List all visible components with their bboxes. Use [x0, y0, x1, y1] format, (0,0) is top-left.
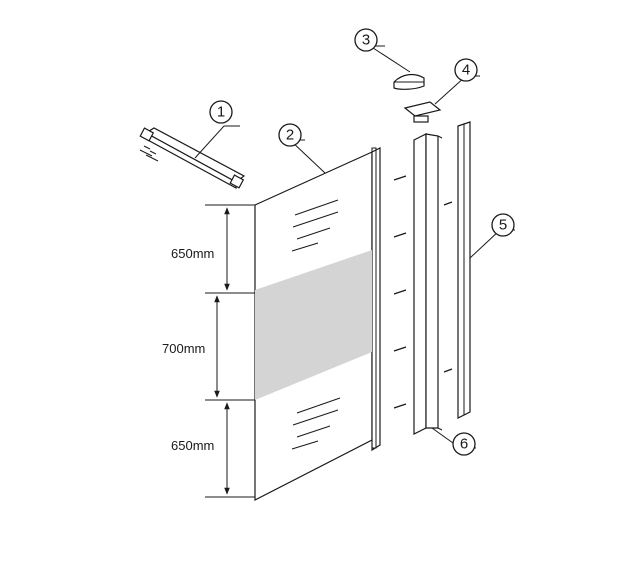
support-bar	[139, 127, 246, 190]
callout-6: 6	[452, 432, 476, 456]
svg-text:6: 6	[460, 436, 468, 453]
dimension-lines	[205, 204, 255, 498]
callout-4: 4	[454, 58, 478, 82]
screws	[393, 175, 453, 409]
callout-2: 2	[278, 123, 302, 147]
glass-panel	[254, 147, 381, 501]
svg-text:2: 2	[286, 127, 294, 144]
frosted-band	[255, 250, 372, 400]
callout-5: 5	[491, 213, 515, 237]
svg-text:5: 5	[499, 217, 507, 234]
end-cap	[393, 73, 425, 90]
callout-3: 3	[354, 28, 378, 52]
leader-lines	[194, 45, 515, 449]
dimension-top: 650mm	[171, 246, 214, 261]
svg-text:3: 3	[362, 32, 370, 49]
dimension-bottom: 650mm	[171, 438, 214, 453]
wall-clip	[403, 101, 442, 123]
svg-text:4: 4	[462, 62, 470, 79]
callout-1: 1	[209, 100, 233, 124]
svg-text:1: 1	[217, 104, 225, 121]
dimension-middle: 700mm	[162, 341, 205, 356]
seal-strip	[457, 121, 471, 419]
wall-profile	[413, 133, 443, 435]
